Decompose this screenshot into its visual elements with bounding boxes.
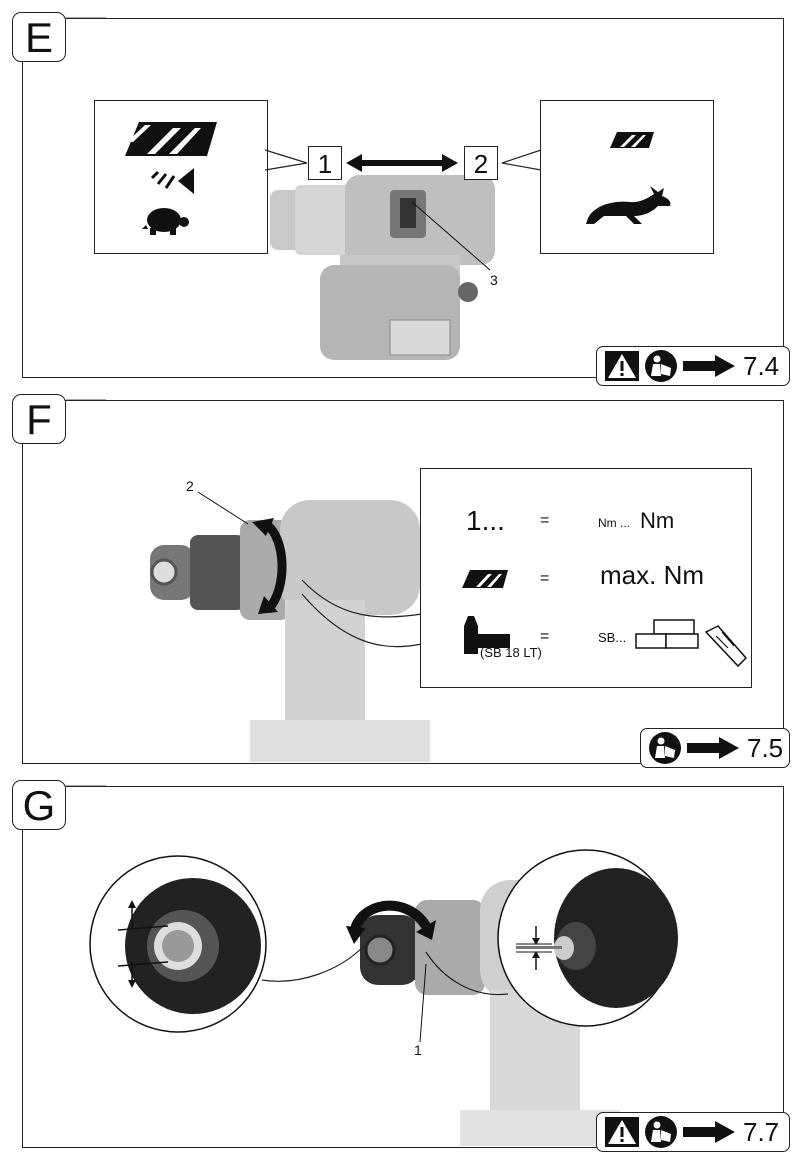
drill-bit-medium-icon [462, 570, 508, 588]
legend-row2-eq: = [540, 570, 550, 587]
leader-line-3 [411, 201, 491, 271]
zoom-leader-left [261, 945, 365, 982]
read-manual-icon [645, 1116, 677, 1148]
zoom-circle-chuck-open [89, 855, 267, 1033]
arrow-right-icon [683, 1121, 735, 1143]
switch-position-1: 1 [308, 146, 342, 180]
tab-line-e [66, 17, 106, 18]
warning-icon [605, 351, 639, 381]
legend-row1-small: Nm ... [598, 516, 630, 530]
arrow-right-icon [687, 737, 739, 759]
turtle-icon [142, 208, 189, 235]
legend-row1-eq: = [540, 512, 550, 529]
drill-bit-small-icon [610, 132, 654, 148]
arrow-right-icon [683, 355, 735, 377]
callout-leader-2 [501, 149, 542, 171]
read-manual-icon [645, 350, 677, 382]
part-label-3: 3 [490, 272, 498, 288]
reference-box-e: 7.4 [596, 346, 790, 386]
part-label-1: 1 [414, 1042, 422, 1058]
callout-position-2 [540, 100, 714, 254]
screw-icon [150, 168, 194, 194]
legend-row3-right: SB... [598, 630, 627, 645]
drill-image-e [270, 175, 495, 360]
legend-row1-big: Nm [640, 508, 675, 533]
leader-line-2 [197, 491, 249, 525]
reference-box-g: 7.7 [596, 1112, 790, 1152]
brick-wall-icon [635, 619, 748, 668]
tab-line-f [66, 399, 106, 400]
rabbit-icon [586, 186, 671, 224]
impact-hammer-icon [464, 616, 510, 654]
reference-number-g: 7.7 [743, 1116, 780, 1147]
panel-g-label: G [12, 780, 66, 830]
warning-icon [605, 1117, 639, 1147]
panel-e-label: E [12, 12, 66, 62]
tab-line-g [66, 785, 106, 786]
callout-leader-1 [264, 149, 308, 171]
leader-line-1 [419, 963, 427, 1043]
callout-leader-f [301, 579, 423, 648]
double-arrow-icon [346, 154, 458, 172]
legend-row3-model: (SB 18 LT) [480, 645, 542, 660]
legend-row1-left: 1... [466, 505, 505, 536]
zoom-circle-chuck-closed [497, 849, 678, 1027]
read-manual-icon [649, 732, 681, 764]
legend-row2-right: max. Nm [600, 560, 704, 590]
panel-f-label: F [12, 394, 66, 444]
drill-bit-large-icon [125, 122, 217, 156]
reference-box-f: 7.5 [640, 728, 790, 768]
rotation-arrow-icon [346, 900, 436, 944]
part-label-2: 2 [186, 478, 194, 494]
rotation-arrow-icon [252, 518, 287, 614]
legend-row3-eq: = [540, 628, 550, 645]
reference-number-e: 7.4 [743, 350, 780, 381]
switch-position-2: 2 [464, 146, 498, 180]
zoom-leader-right [425, 951, 509, 996]
reference-number-f: 7.5 [747, 732, 784, 763]
